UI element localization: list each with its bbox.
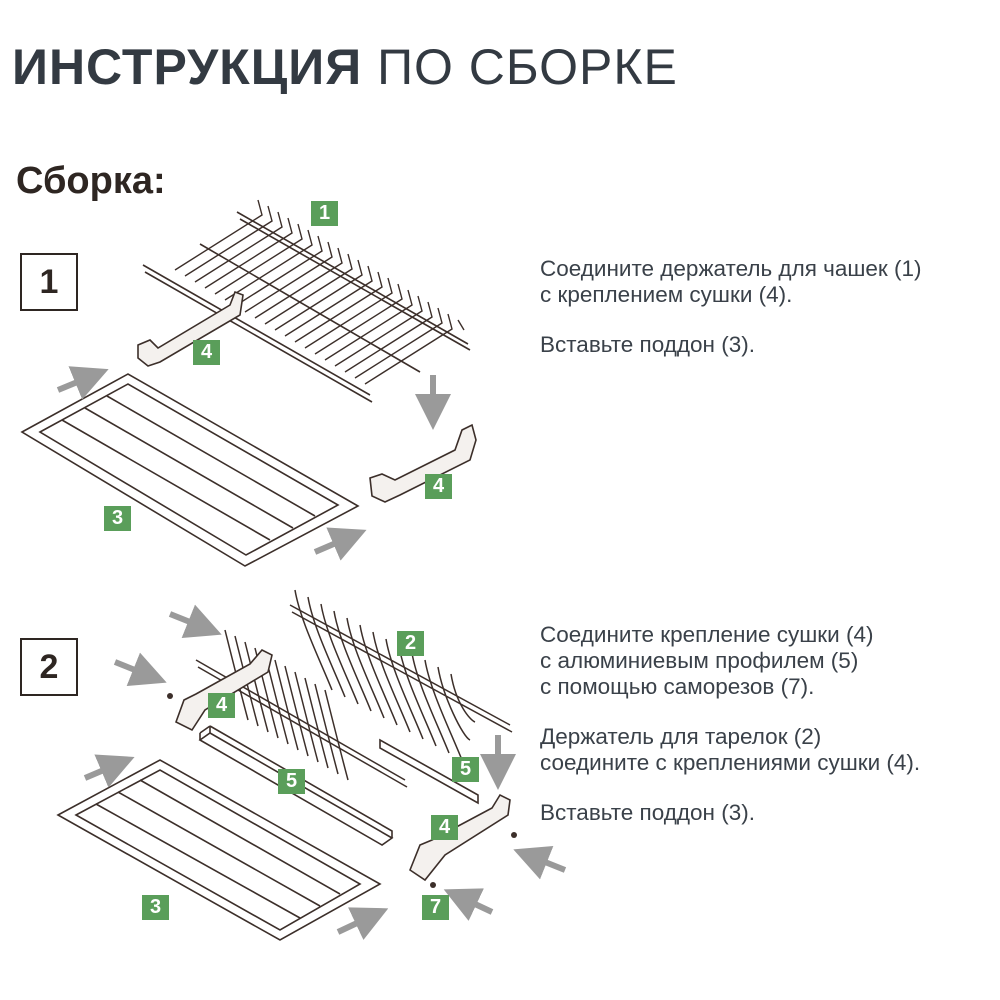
drying-bracket-2-left	[175, 649, 273, 732]
section-title: Сборка:	[16, 160, 166, 202]
part-label-4-d: 4	[431, 815, 458, 840]
plate-holder-rack	[195, 589, 513, 788]
screws	[167, 693, 517, 888]
part-label-2: 2	[397, 631, 424, 656]
instruction-line: Соедините держатель для чашек (1)	[540, 256, 922, 281]
part-label-3: 3	[104, 506, 131, 531]
instruction-line: с помощью саморезов (7).	[540, 674, 815, 699]
instruction-line: соедините с креплениями сушки (4).	[540, 750, 921, 775]
direction-arrows-2	[83, 604, 567, 940]
step-number-1: 1	[20, 253, 78, 311]
instruction-line: Вставьте поддон (3).	[540, 332, 755, 357]
step-1-instructions: Соедините держатель для чашек (1) с креп…	[540, 256, 922, 358]
instruction-line: с креплением сушки (4).	[540, 282, 793, 307]
drying-bracket-left	[137, 290, 244, 367]
part-label-5-a: 5	[278, 769, 305, 794]
part-label-4-a: 4	[193, 340, 220, 365]
title-rest: ПО СБОРКЕ	[377, 39, 678, 95]
aluminium-profile-right	[379, 738, 479, 805]
aluminium-profile	[198, 725, 394, 846]
cup-holder-rack	[142, 199, 471, 403]
page-title: ИНСТРУКЦИЯ ПО СБОРКЕ	[12, 38, 678, 96]
part-label-7: 7	[422, 895, 449, 920]
drip-tray-2	[56, 759, 382, 941]
direction-arrows-1	[56, 366, 451, 561]
part-label-3-b: 3	[142, 895, 169, 920]
part-label-4-c: 4	[208, 693, 235, 718]
step-2-instructions: Соедините крепление сушки (4) с алюминие…	[540, 622, 920, 826]
instruction-line: с алюминиевым профилем (5)	[540, 648, 859, 673]
drying-bracket-right	[369, 423, 477, 503]
drying-bracket-2-right	[409, 793, 511, 882]
title-bold: ИНСТРУКЦИЯ	[12, 39, 363, 95]
instruction-line: Вставьте поддон (3).	[540, 800, 755, 825]
part-label-1: 1	[311, 201, 338, 226]
drip-tray-1	[20, 373, 360, 567]
part-label-4-b: 4	[425, 474, 452, 499]
instruction-line: Соедините крепление сушки (4)	[540, 622, 874, 647]
part-label-5-b: 5	[452, 757, 479, 782]
step-number-2: 2	[20, 638, 78, 696]
instruction-line: Держатель для тарелок (2)	[540, 724, 822, 749]
